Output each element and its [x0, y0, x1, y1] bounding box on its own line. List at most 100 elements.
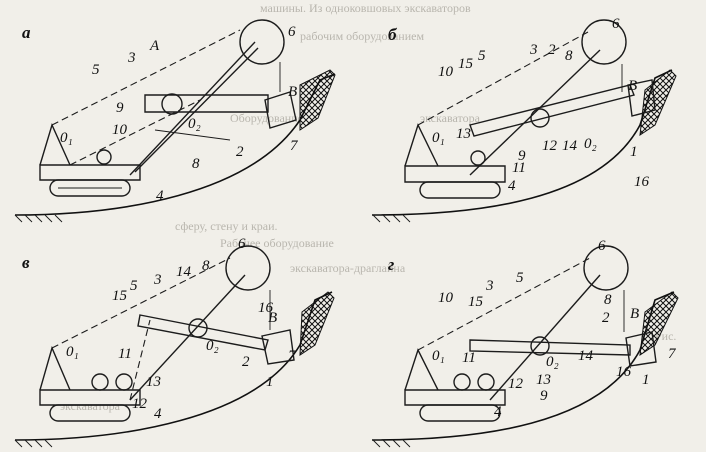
background-text-line: сферу, стену и краи. [175, 219, 278, 233]
callout-label: 2 [548, 42, 556, 58]
callout-label: 0₁ [66, 344, 79, 360]
bucket [264, 91, 297, 129]
winch-drum [115, 373, 133, 391]
callout-label: A [149, 38, 160, 54]
pivot-o1 [470, 150, 486, 166]
pivot-o1 [453, 373, 471, 391]
callout-label: 9 [540, 388, 548, 404]
callout-label: 6 [598, 238, 606, 254]
callout-label: 2 [242, 354, 250, 370]
callout-label: 4 [494, 404, 502, 420]
sheave-6 [225, 245, 271, 291]
callout-label: 8 [565, 48, 573, 64]
crawler-track [419, 181, 501, 199]
pivot-o1 [96, 149, 112, 165]
boom-suspension-rope [51, 29, 241, 126]
callout-label: 11 [462, 350, 476, 366]
dipper-stick [469, 339, 631, 356]
callout-label: 11 [512, 160, 526, 176]
background-text-line: экскаватора-драглайна [290, 261, 406, 275]
callout-label: 0₂ [584, 136, 597, 152]
hoist-rope [129, 319, 151, 401]
boom [129, 41, 256, 176]
winch-drum [477, 373, 495, 391]
turntable [39, 164, 141, 181]
callout-label: 16 [258, 300, 274, 316]
callout-label: 0₂ [188, 116, 201, 132]
callout-label: 5 [478, 48, 486, 64]
background-text-line: рабочим оборудованием [300, 29, 424, 43]
callout-label: 6 [612, 16, 620, 32]
background-text: машины. Из одноковшовых экскаваторов раб… [60, 1, 676, 413]
callout-label: 15 [112, 288, 128, 304]
callout-label: 7 [288, 348, 297, 364]
motion-arrow [154, 129, 231, 141]
callout-label: 5 [130, 278, 138, 294]
callout-label: 6 [288, 24, 296, 40]
shipper-shaft [530, 336, 550, 356]
callout-label: 7 [668, 346, 677, 362]
callout-label: 13 [456, 126, 471, 142]
callout-label: B [628, 78, 637, 94]
callout-label: 9 [518, 148, 526, 164]
ground-line [371, 69, 673, 216]
background-text-line: экскаватора [420, 111, 481, 125]
callout-label: 15 [458, 56, 474, 72]
callout-label: 2 [236, 144, 244, 160]
turntable [404, 165, 506, 183]
hoist-rope [69, 99, 201, 166]
sheave-6 [581, 19, 627, 65]
ground-hatch [14, 214, 63, 223]
turntable [404, 389, 506, 406]
shipper-shaft [530, 108, 550, 128]
callout-label: 0₂ [546, 354, 559, 370]
ground-line [371, 291, 675, 441]
callout-label: 11 [118, 346, 132, 362]
callout-label: 14 [578, 348, 594, 364]
callout-label: 9 [116, 100, 124, 116]
background-text-line: экскаватора [60, 399, 121, 413]
callout-label: 14 [562, 138, 578, 154]
callout-label: 0₁ [432, 130, 445, 146]
callout-label: 4 [508, 178, 516, 194]
pivot-o1 [91, 373, 109, 391]
callout-label: 2 [602, 310, 610, 326]
soil-face [639, 69, 677, 137]
sheave-6 [583, 245, 629, 291]
callout-label: 12 [132, 396, 148, 412]
callout-label: 3 [127, 50, 136, 66]
callout-label: 0₁ [432, 348, 445, 364]
crawler-track [419, 404, 501, 422]
callout-label: 8 [604, 292, 612, 308]
callout-label: B [268, 310, 277, 326]
ground-hatch [14, 439, 53, 448]
soil-face [299, 69, 336, 131]
callout-label: 16 [634, 174, 650, 190]
callout-label: 10 [112, 122, 128, 138]
callout-label: 13 [146, 374, 161, 390]
panel-g: г 6 10 3 5 15 8 2 B 0₁ 11 0₂ [371, 238, 679, 448]
ground-line [14, 291, 333, 441]
bucket [627, 79, 656, 117]
panel-v: в 6 15 5 3 14 8 16 0₁ 11 0₂ [14, 236, 335, 448]
dipper-stick [144, 94, 269, 113]
callout-label: 3 [485, 278, 494, 294]
ground-hatch [372, 214, 411, 223]
callout-label: 12 [508, 376, 524, 392]
shipper-shaft [188, 318, 208, 338]
dipper-stick [469, 84, 635, 137]
callout-label: 5 [92, 62, 100, 78]
callout-label: 1 [630, 144, 638, 160]
callout-label: 4 [154, 406, 162, 422]
panel-letter: a [22, 23, 31, 42]
background-text-line: машины. Из одноковшовых экскаваторов [260, 1, 471, 15]
soil-face [299, 291, 335, 356]
callout-label: 15 [468, 294, 484, 310]
panel-a: a A 6 3 [14, 19, 336, 223]
panel-letter: б [388, 25, 398, 44]
callout-label: 5 [516, 270, 524, 286]
boom [489, 274, 601, 401]
background-text-line: Оборудование [230, 111, 303, 125]
callout-label: 1 [642, 372, 650, 388]
